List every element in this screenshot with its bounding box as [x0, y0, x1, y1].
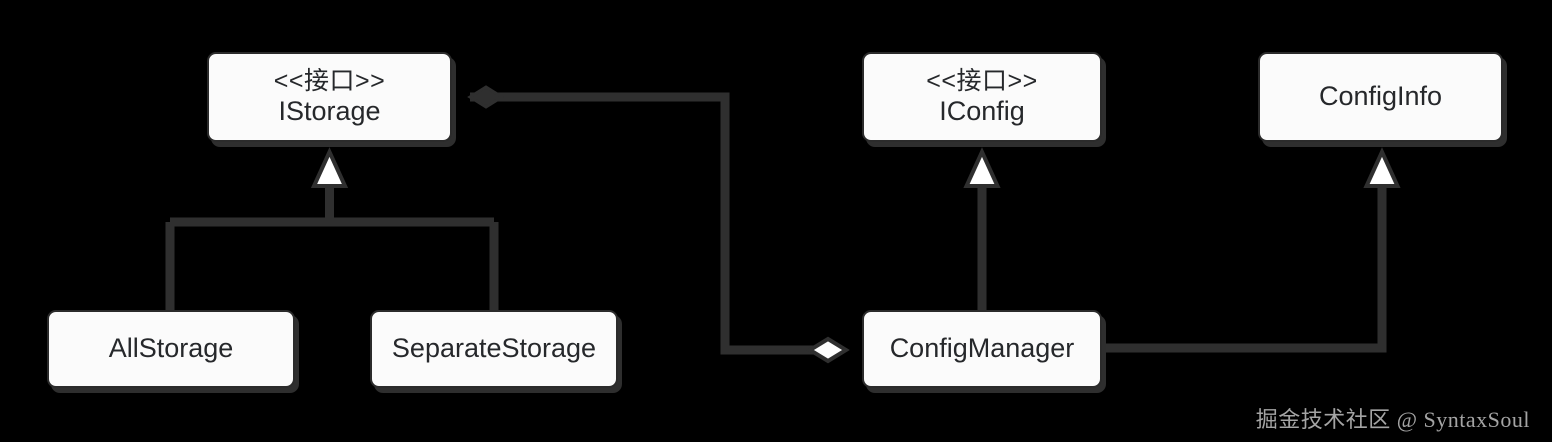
- node-configmanager-name: ConfigManager: [889, 333, 1075, 364]
- generalization-arrowhead-configinfo: [1363, 147, 1401, 188]
- node-configmanager[interactable]: ConfigManager: [862, 310, 1102, 388]
- generalization-arrowhead-iconfig: [963, 147, 1001, 188]
- watermark-text: 掘金技术社区 @ SyntaxSoul: [1255, 407, 1530, 432]
- edge-storage-generalization-tree: [165, 147, 499, 312]
- node-separatestorage[interactable]: SeparateStorage: [370, 310, 618, 388]
- edge-istorage-to-configmanager: [467, 85, 850, 364]
- edge-configmanager-to-configinfo: [1102, 147, 1401, 353]
- node-istorage-name: IStorage: [278, 95, 381, 126]
- aggregation-diamond-configmanager: [806, 336, 850, 364]
- generalization-arrowhead-istorage: [310, 147, 349, 188]
- node-istorage-stereotype: <<接口>>: [273, 66, 386, 95]
- node-allstorage-name: AllStorage: [108, 333, 234, 364]
- node-configinfo[interactable]: ConfigInfo: [1258, 52, 1503, 142]
- node-allstorage[interactable]: AllStorage: [47, 310, 295, 388]
- node-iconfig-stereotype: <<接口>>: [926, 66, 1038, 95]
- node-iconfig[interactable]: <<接口>> IConfig: [862, 52, 1102, 142]
- node-configinfo-name: ConfigInfo: [1318, 81, 1443, 112]
- node-separatestorage-name: SeparateStorage: [391, 333, 597, 364]
- node-iconfig-name: IConfig: [939, 95, 1025, 126]
- composition-diamond-istorage: [467, 85, 505, 109]
- edge-configmanager-to-iconfig: [963, 147, 1001, 310]
- node-istorage[interactable]: <<接口>> IStorage: [207, 52, 452, 142]
